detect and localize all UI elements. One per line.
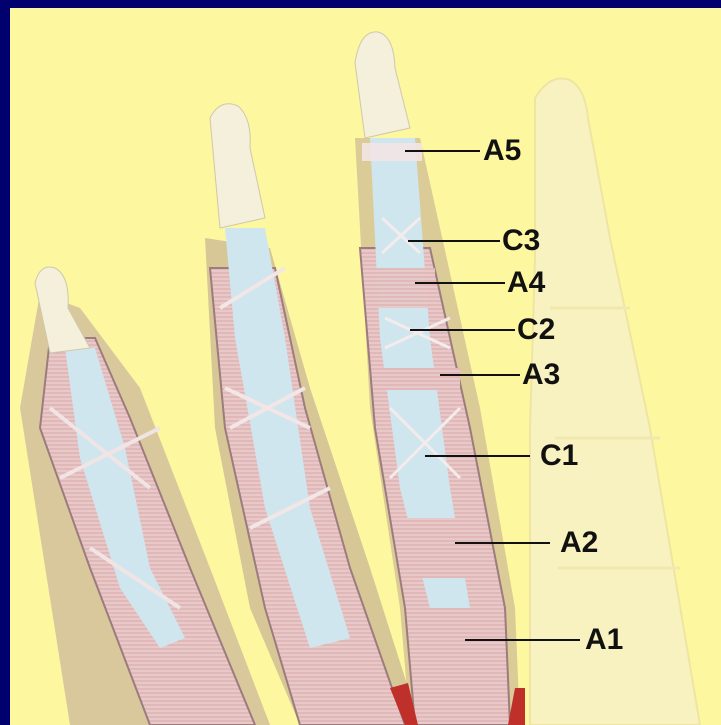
label-a4: A4 <box>507 268 545 298</box>
label-a3: A3 <box>522 360 560 390</box>
diagram-frame: A5 C3 A4 C2 A3 C1 A2 A1 <box>10 8 721 725</box>
label-a5: A5 <box>483 136 521 166</box>
label-a2: A2 <box>560 528 598 558</box>
finger-pulley-illustration <box>10 8 721 725</box>
label-c2: C2 <box>517 315 555 345</box>
label-c3: C3 <box>502 226 540 256</box>
label-c1: C1 <box>540 441 578 471</box>
label-a1: A1 <box>585 625 623 655</box>
